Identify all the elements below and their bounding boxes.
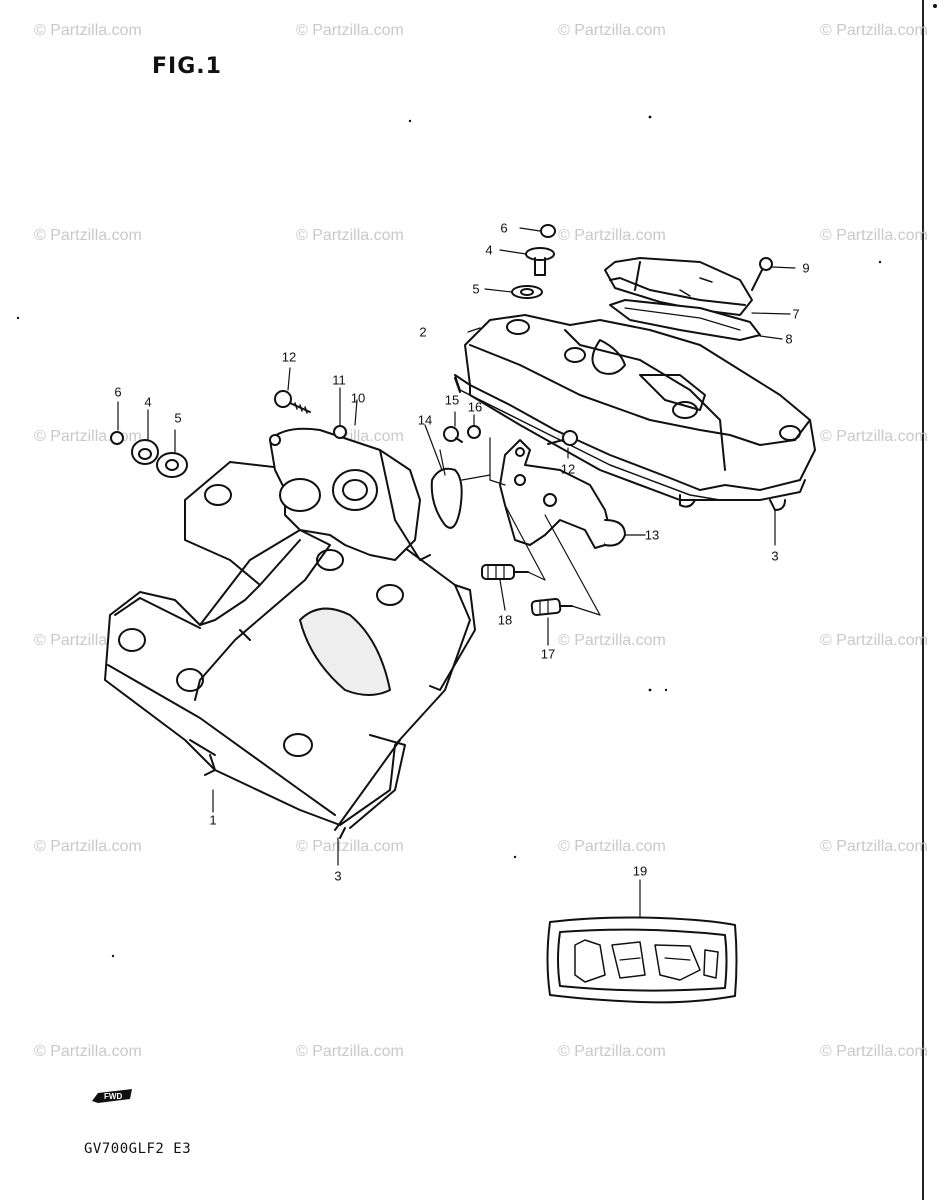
watermark: © Partzilla.com: [558, 838, 666, 855]
sensor-17[interactable]: [530, 597, 573, 617]
callout-16: 16: [467, 399, 483, 415]
bolt-12-right[interactable]: [547, 430, 578, 446]
callout-7: 7: [792, 306, 800, 322]
leader-lines: [117, 227, 796, 919]
water-outlet-bracket[interactable]: [499, 439, 641, 549]
callout-9: 9: [802, 260, 810, 276]
watermark: © Partzilla.com: [820, 1043, 928, 1060]
fwd-arrow-icon: FWD: [92, 1089, 132, 1103]
callout-4-upper: 4: [485, 242, 493, 258]
callout-8: 8: [785, 331, 793, 347]
watermark: © Partzilla.com: [558, 227, 666, 244]
callout-2: 2: [419, 324, 427, 340]
watermark: © Partzilla.com: [296, 227, 404, 244]
callout-5-upper: 5: [472, 281, 480, 297]
watermark: © Partzilla.com: [820, 22, 928, 39]
callout-6-upper: 6: [500, 220, 508, 236]
callout-4-left: 4: [144, 394, 152, 410]
callout-5-left: 5: [174, 410, 182, 426]
callout-15: 15: [444, 392, 460, 408]
left-grommet-set[interactable]: [110, 431, 188, 478]
thermostat-housing[interactable]: [269, 425, 431, 561]
watermark: © Partzilla.com: [820, 428, 928, 445]
callout-3-front: 3: [334, 868, 342, 884]
callout-17: 17: [540, 646, 556, 662]
watermark: © Partzilla.com: [296, 1043, 404, 1060]
watermark: © Partzilla.com: [820, 227, 928, 244]
watermark: © Partzilla.com: [296, 22, 404, 39]
upper-grommet-set[interactable]: [511, 224, 556, 299]
figure-title: FIG.1: [152, 54, 222, 79]
watermark: © Partzilla.com: [34, 1043, 142, 1060]
watermark: © Partzilla.com: [296, 838, 404, 855]
callout-12-right: 12: [560, 461, 576, 477]
caution-label[interactable]: [546, 916, 738, 1004]
watermark: © Partzilla.com: [558, 1043, 666, 1060]
callout-11: 11: [332, 372, 346, 388]
callout-10: 10: [350, 390, 366, 406]
callout-19: 19: [632, 863, 648, 879]
callout-1: 1: [209, 812, 217, 828]
watermark: © Partzilla.com: [558, 632, 666, 649]
callout-12-left: 12: [281, 349, 297, 365]
screw-15[interactable]: [443, 426, 463, 443]
callout-14: 14: [417, 412, 433, 428]
callout-3-rear: 3: [771, 548, 779, 564]
watermark: © Partzilla.com: [34, 227, 142, 244]
model-code: GV700GLF2 E3: [84, 1141, 192, 1157]
breather-cover[interactable]: [604, 257, 753, 316]
page-edge-rule: [922, 0, 938, 1200]
bolt-12-left[interactable]: [274, 390, 311, 414]
bolt-9[interactable]: [751, 257, 773, 291]
watermark: © Partzilla.com: [34, 838, 142, 855]
callout-6-left: 6: [114, 384, 122, 400]
watermark: © Partzilla.com: [820, 632, 928, 649]
callout-18: 18: [497, 612, 513, 628]
watermark: © Partzilla.com: [820, 838, 928, 855]
fwd-badge-text: FWD: [104, 1092, 122, 1101]
watermark: © Partzilla.com: [34, 22, 142, 39]
breather-gasket[interactable]: [609, 299, 761, 341]
callout-13: 13: [644, 527, 660, 543]
gasket-14[interactable]: [430, 449, 463, 529]
sensor-18[interactable]: [481, 564, 529, 580]
scan-specks: [16, 4, 937, 958]
watermark: © Partzilla.com: [558, 22, 666, 39]
washer-16[interactable]: [467, 425, 481, 439]
